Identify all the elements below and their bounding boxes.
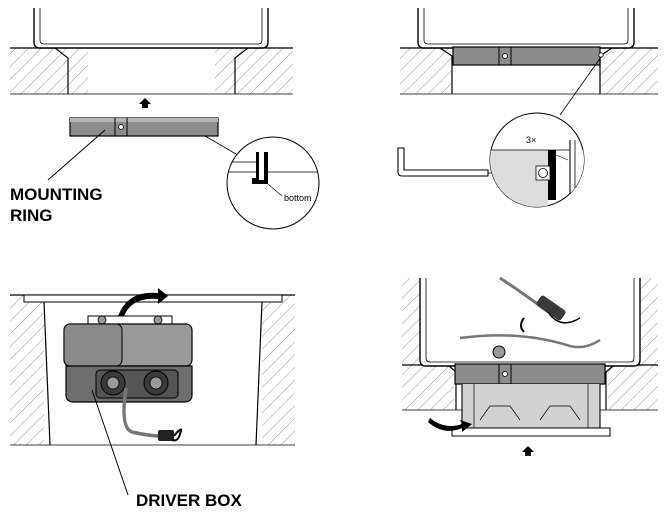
panel-insert-fixture (402, 276, 658, 456)
screw-icon (118, 124, 124, 130)
cable-connector-icon (536, 295, 566, 321)
detail-circle-bottom (226, 136, 320, 230)
arrow-up-icon (522, 446, 534, 456)
arrow-up-icon (139, 98, 151, 108)
cable-connector-icon (158, 430, 174, 441)
mounting-ring-installed (452, 46, 601, 66)
panel-mounting-ring: bottom MOUNTING RING (10, 8, 320, 230)
allen-key-icon (397, 147, 489, 177)
panel-fasten-screws: 3× (397, 8, 658, 208)
fixture-body-2 (417, 8, 635, 49)
bottom-label: bottom (284, 193, 312, 203)
rotate-arrow-icon (428, 418, 472, 432)
ceiling-hatch-right (215, 48, 293, 94)
screw-icon (538, 168, 548, 178)
fixture-body (33, 8, 269, 49)
mounting-label-line2: RING (10, 206, 53, 225)
panel-driver-box: DRIVER BOX (10, 288, 295, 510)
driver-box-leader (91, 389, 129, 496)
driver-box-label: DRIVER BOX (136, 491, 242, 510)
screw-count: 3× (526, 135, 536, 145)
mounting-label-line1: MOUNTING (10, 185, 103, 204)
fixture-housing (461, 384, 601, 429)
mounting-ring-leader (47, 129, 106, 181)
rotate-arrow-icon (118, 288, 168, 316)
ceiling-hatch-left (10, 48, 88, 94)
